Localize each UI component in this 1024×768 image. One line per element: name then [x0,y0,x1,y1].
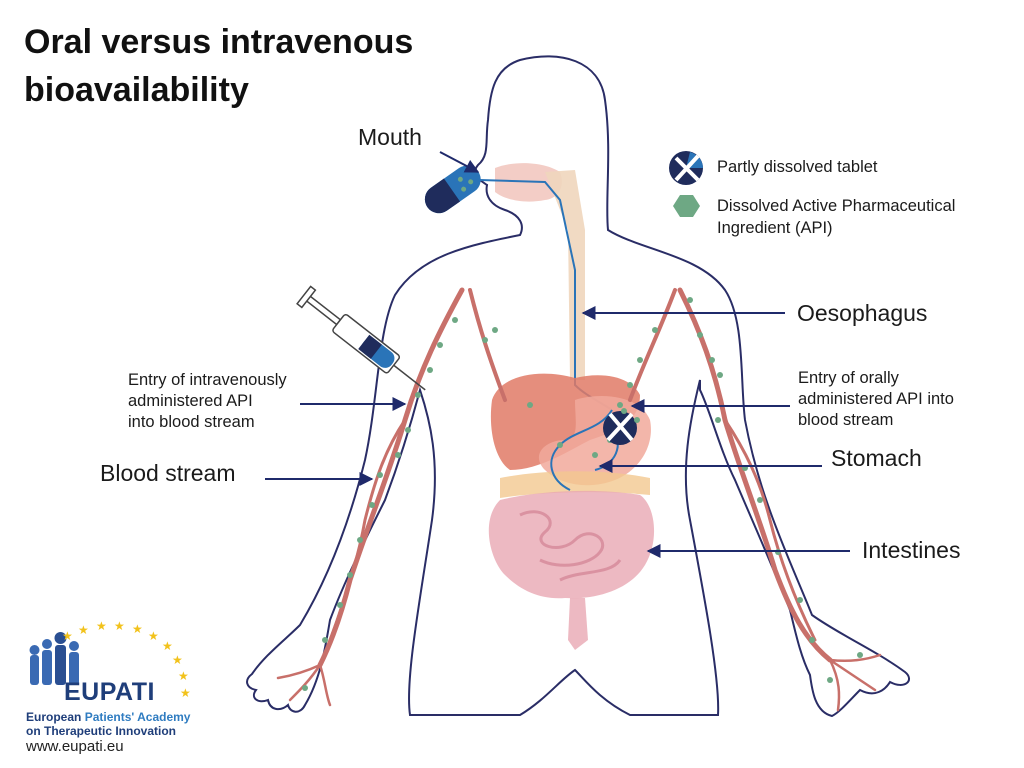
rectum [568,598,588,650]
eupati-tagline-2: on Therapeutic Innovation [26,724,177,738]
eupati-logo-text: EUPATI [64,678,155,706]
intestine-loops [519,510,622,582]
tagline-part-b: Patients' Academy [84,710,191,724]
legend-tablet-label: Partly dissolved tablet [717,158,878,176]
oral-entry-line-3: blood stream [798,411,894,429]
svg-text:★: ★ [178,669,189,683]
svg-text:★: ★ [96,619,107,633]
syringe-icon [296,285,426,391]
capsule-icon [424,165,481,214]
svg-text:★: ★ [172,653,183,667]
iv-entry-line-1: Entry of intravenously [128,371,287,389]
legend-api-line-1: Dissolved Active Pharmaceutical [717,197,956,215]
title-line-2: bioavailability [24,71,249,109]
legend-api-line-2: Ingredient (API) [717,219,833,237]
iv-entry-line-2: administered API [128,392,253,410]
svg-text:★: ★ [62,629,73,643]
eupati-url[interactable]: www.eupati.eu [26,738,124,755]
eupati-logo-stars: ★★★ ★★★ ★★★ ★ [62,619,191,700]
svg-text:★: ★ [180,686,191,700]
label-stomach: Stomach [831,445,922,471]
oral-entry-line-2: administered API into [798,390,954,408]
label-intestines: Intestines [862,537,961,563]
label-oesophagus: Oesophagus [797,300,928,326]
diagram-title: Oral versus intravenous bioavailability [24,18,484,114]
eupati-logo-figures [29,632,79,685]
tagline-part-a: European [26,710,85,724]
legend-tablet-icon [669,151,703,185]
legend-api-icon [673,195,700,217]
label-iv-entry: Entry of intravenously administered API … [128,370,338,433]
eupati-tagline-1: European Patients' Academy [26,710,190,724]
left-arm-vessels [276,287,507,707]
right-arm-vessels [628,287,882,712]
svg-text:★: ★ [162,639,173,653]
legend-api-label: Dissolved Active Pharmaceutical Ingredie… [717,195,1017,239]
oral-entry-line-1: Entry of orally [798,369,899,387]
pancreas-band [500,471,650,498]
label-arrows [265,151,850,558]
svg-text:★: ★ [132,622,143,636]
label-oral-entry: Entry of orally administered API into bl… [798,368,1008,431]
svg-text:★: ★ [114,619,125,633]
title-line-1: Oral versus intravenous [24,23,414,61]
stomach-tablet-icon [603,408,640,445]
label-blood-stream: Blood stream [100,460,236,486]
svg-text:★: ★ [78,623,89,637]
label-mouth: Mouth [358,124,422,150]
iv-entry-line-3: into blood stream [128,413,255,431]
svg-text:★: ★ [148,629,159,643]
